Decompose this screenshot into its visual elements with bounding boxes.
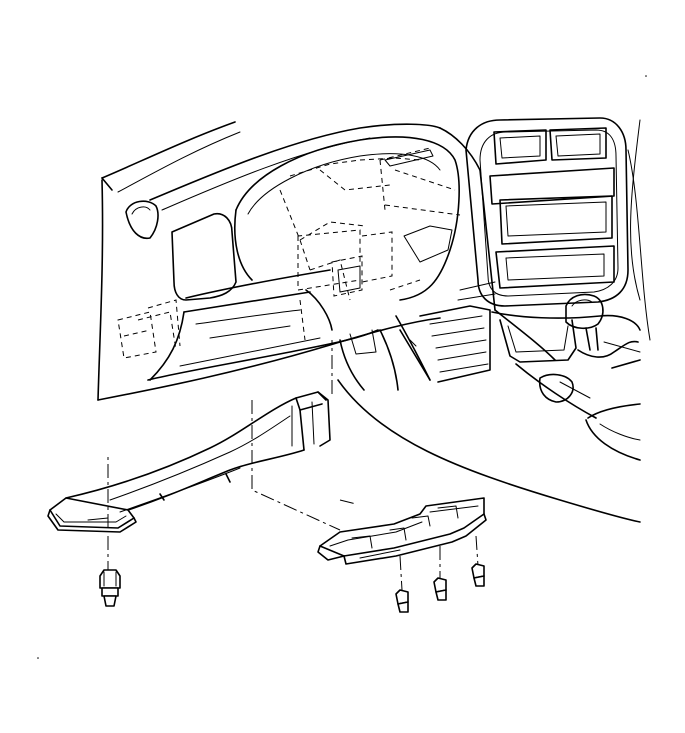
center-console: [491, 119, 651, 461]
dash-underside: [337, 281, 641, 523]
hidden-duct: [297, 225, 453, 341]
dashboard-outline: [97, 121, 556, 401]
speck: [37, 657, 39, 659]
fastener-center-2: [433, 577, 447, 601]
fastener-center-1: [395, 589, 409, 613]
hidden-brackets: [117, 299, 181, 359]
center-stack: [465, 117, 629, 307]
side-vent: [125, 200, 159, 240]
left-floor-duct: [47, 391, 331, 533]
instrument-cluster: [233, 136, 461, 301]
speck: [645, 75, 647, 77]
left-vent: [171, 212, 237, 301]
fastener-center-3: [471, 563, 485, 587]
lower-dash-panel: [147, 269, 379, 381]
fastener-left: [99, 569, 121, 607]
center-floor-duct: [317, 497, 487, 565]
explosion-lines: [107, 340, 479, 591]
